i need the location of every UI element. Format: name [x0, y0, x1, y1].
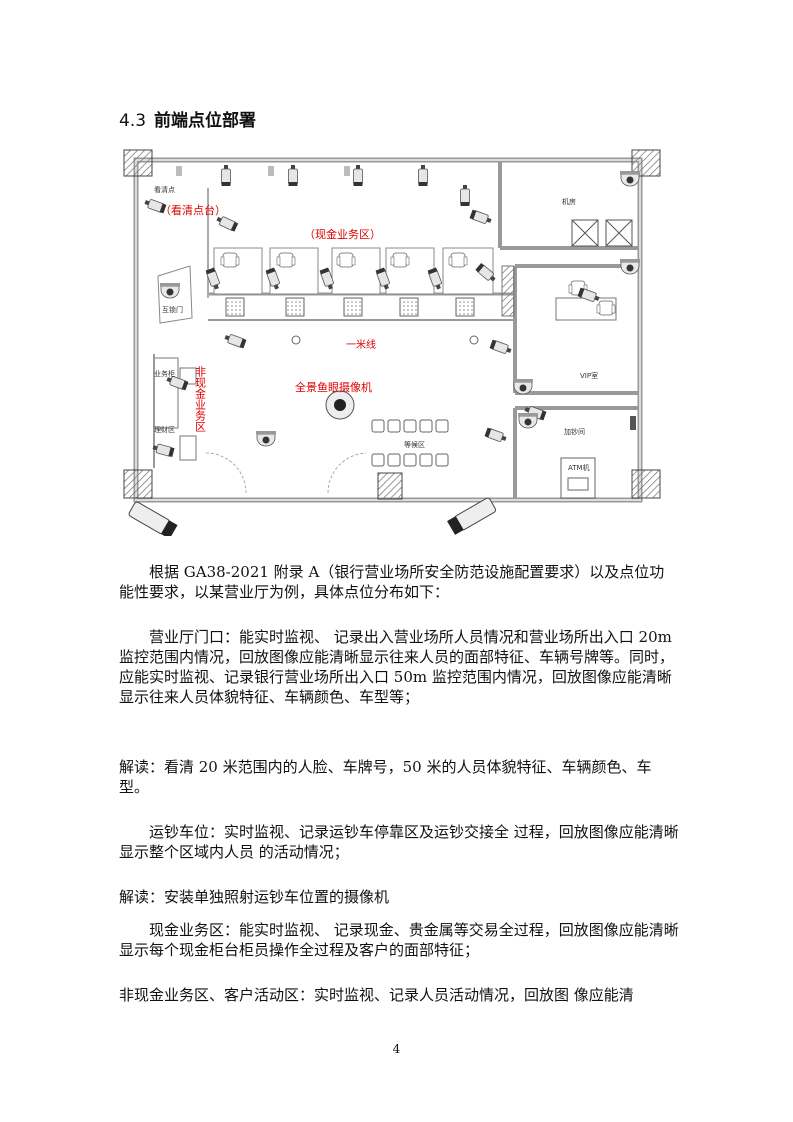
- section-number: 4.3: [119, 111, 147, 131]
- paragraph-noncash-zone: 非现金业务区、客户活动区：实时监视、记录人员活动情况，回放图 像应能清: [119, 986, 634, 1004]
- label-vip-room: VIP室: [580, 371, 598, 380]
- label-machine-room: 机房: [562, 197, 576, 206]
- paragraph-entrance-note: 解读：看清 20 米范围内的人脸、车牌号，50 米的人员体貌特征、车辆颜色、车型…: [119, 758, 652, 796]
- label-fisheye: 全景鱼眼摄像机: [295, 380, 372, 394]
- label-cash-zone: （现金业务区）: [304, 227, 381, 241]
- paragraph-intro: 根据 GA38-2021 附录 A（银行营业场所安全防范设施配置要求）以及点位功…: [119, 563, 665, 601]
- paragraph-cash-truck-note: 解读：安装单独照射运钞车位置的摄像机: [119, 888, 390, 906]
- label-service-counter: 业务柜: [154, 369, 175, 378]
- floor-plan-diagram: 看清点 （看清点台） （现金业务区） 一米线 全景鱼眼摄像机 非现金业务区 机房…: [123, 149, 661, 536]
- label-cash-room: 加钞间: [564, 427, 585, 436]
- label-finance-zone: 理财区: [154, 425, 175, 434]
- label-one-meter-line: 一米线: [346, 338, 376, 351]
- label-noncash-zone: 非现金业务区: [194, 366, 207, 432]
- paragraph-cash-zone: 现金业务区：能实时监视、 记录现金、贵金属等交易全过程，回放图像应能清晰显示每个…: [119, 921, 679, 959]
- label-interlock-door: 互锁门: [162, 305, 183, 314]
- label-atm: ATM机: [568, 463, 590, 472]
- section-title: 前端点位部署: [154, 111, 257, 131]
- section-heading: 4.3 前端点位部署: [119, 106, 256, 131]
- page-number: 4: [392, 1042, 401, 1056]
- paragraph-cash-truck: 运钞车位：实时监视、记录运钞车停靠区及运钞交接全 过程，回放图像应能清晰显示整个…: [119, 823, 679, 861]
- label-waiting-zone: 等候区: [404, 440, 425, 449]
- paragraph-entrance: 营业厅门口：能实时监视、 记录出入营业场所人员情况和营业场所出入口 20m 监控…: [119, 628, 675, 706]
- label-kanqing-small: 看清点: [154, 185, 175, 194]
- label-kanqing: （看清点台）: [160, 203, 226, 217]
